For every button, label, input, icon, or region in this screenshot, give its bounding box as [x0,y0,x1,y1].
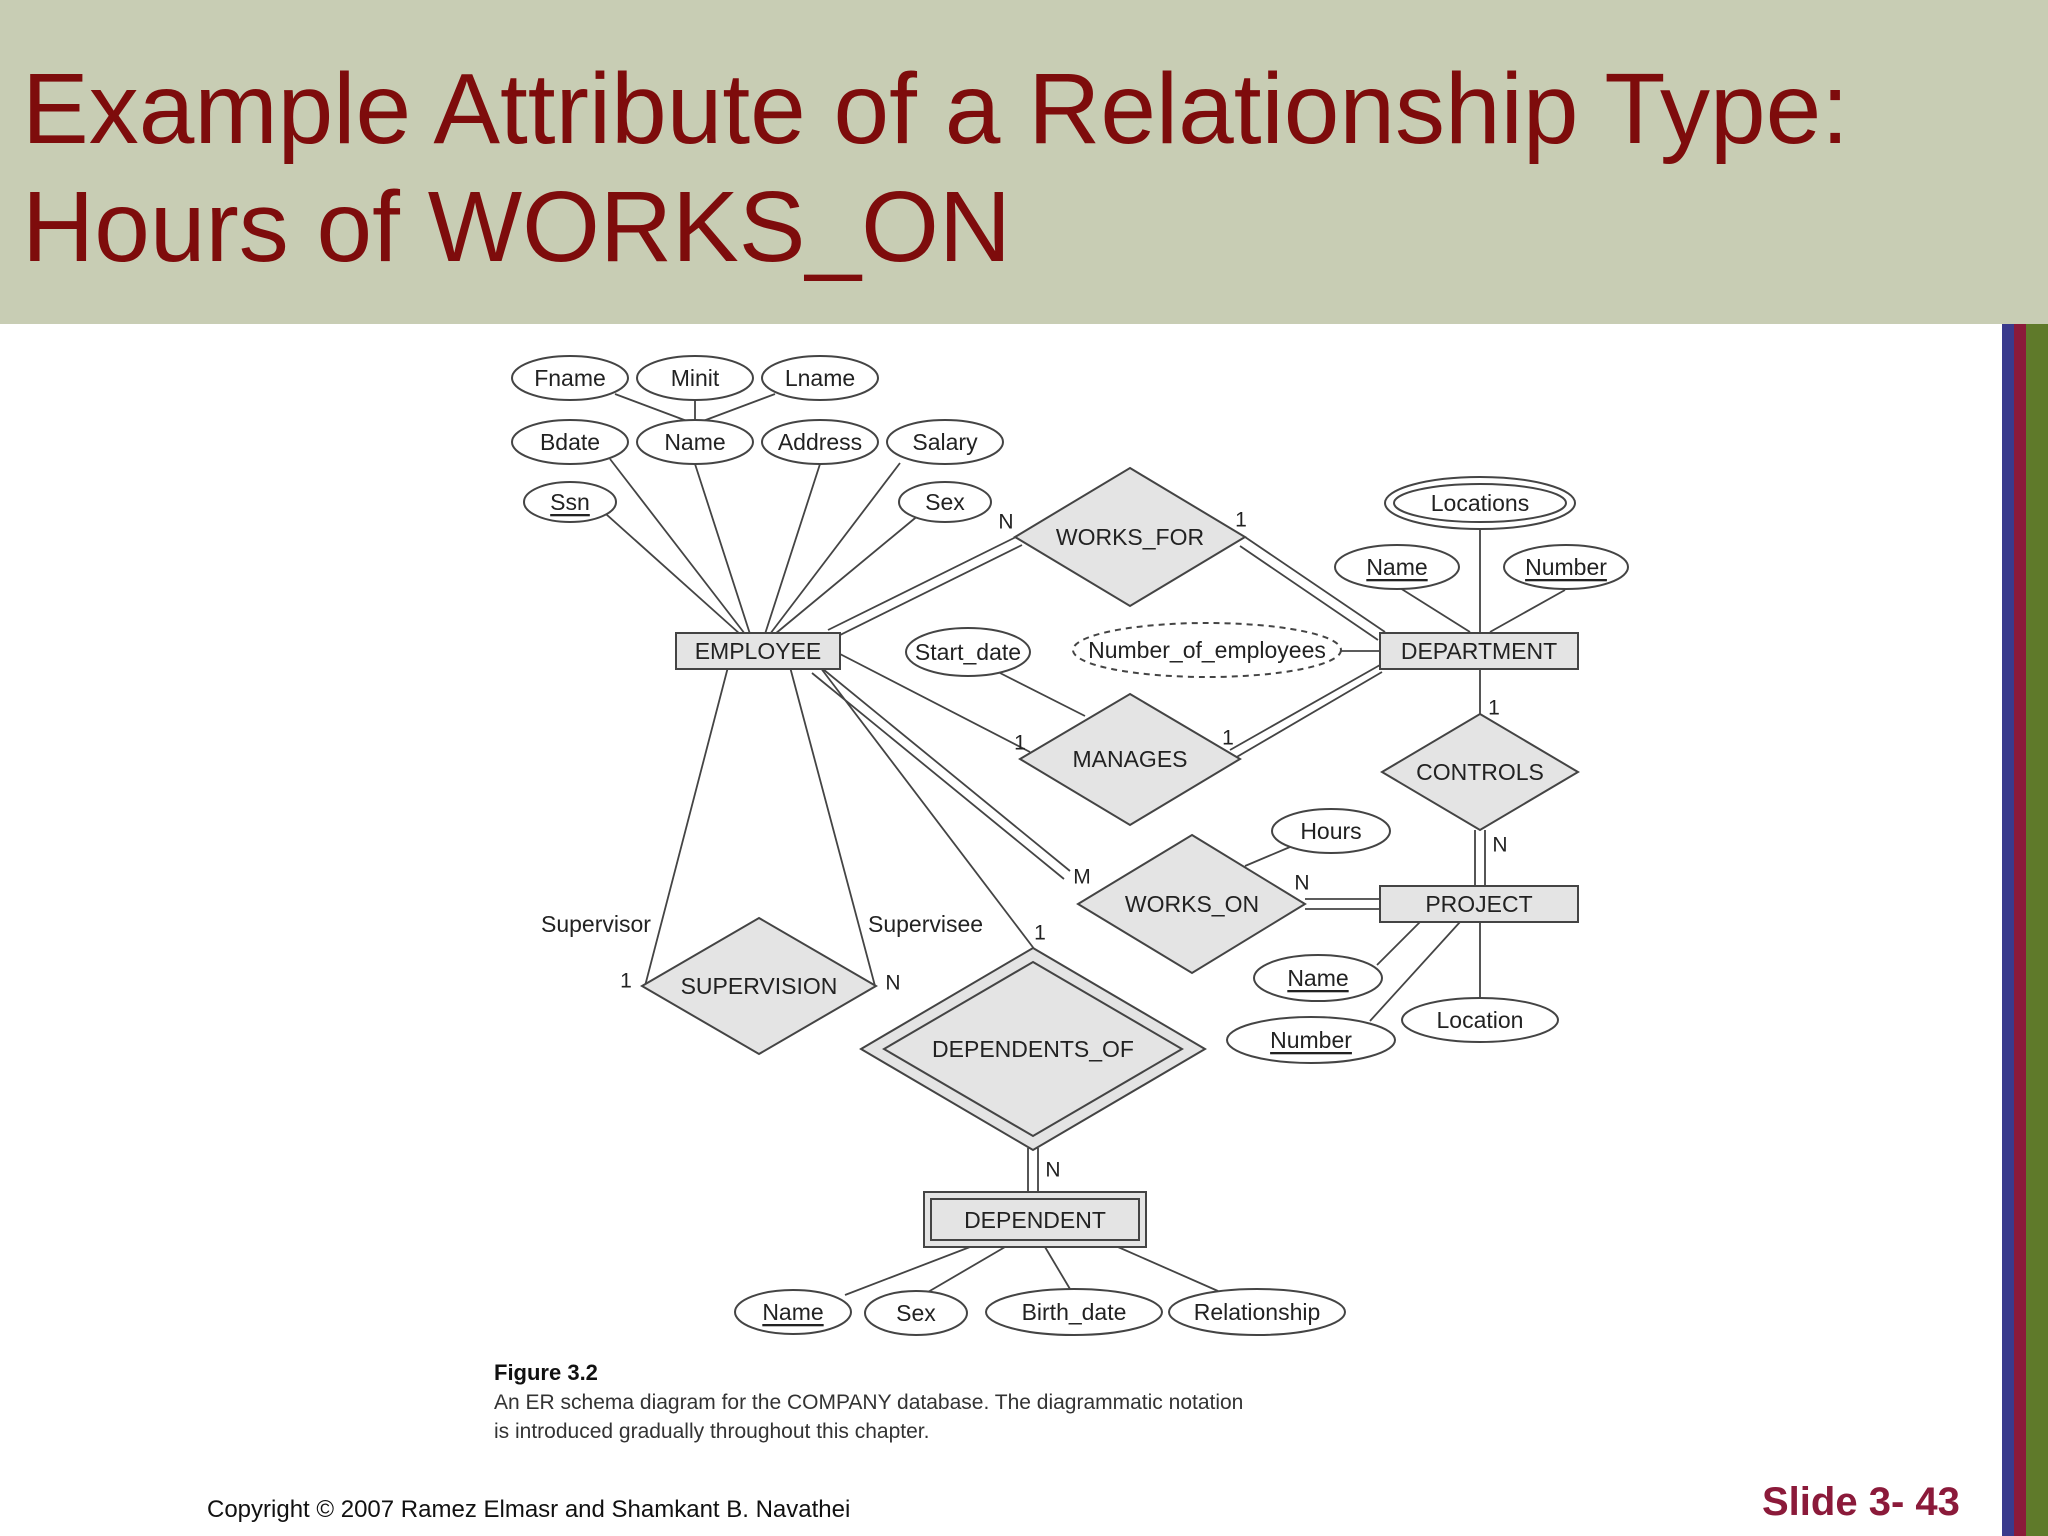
attribute-fname: Fname [511,355,629,401]
relationship-works-on: WORKS_ON [1076,833,1307,975]
svg-text:DEPARTMENT: DEPARTMENT [1401,638,1557,664]
card-dependents-of-emp: 1 [1034,922,1046,945]
card-controls-proj: N [1492,834,1507,857]
slide-title-line-2: Hours of WORKS_ON [22,171,1012,283]
card-manages-dept: 1 [1222,727,1234,750]
svg-text:SUPERVISION: SUPERVISION [681,973,838,999]
svg-text:DEPENDENT: DEPENDENT [964,1207,1106,1233]
card-works-for-dept: 1 [1235,509,1247,532]
attribute-number-of-employees-derived: Number_of_employees [1072,622,1342,678]
figure-caption-line-1: An ER schema diagram for the COMPANY dat… [494,1391,1244,1414]
card-works-for-emp: N [998,511,1013,534]
svg-text:Number_of_employees: Number_of_employees [1088,637,1326,663]
svg-text:CONTROLS: CONTROLS [1416,759,1544,785]
svg-text:EMPLOYEE: EMPLOYEE [695,638,822,664]
svg-text:Address: Address [778,429,862,455]
relationship-manages: MANAGES [1018,692,1242,827]
svg-text:PROJECT: PROJECT [1425,891,1532,917]
svg-text:Number: Number [1525,554,1607,580]
side-stripe-red [2014,324,2026,1536]
title-bar: Example Attribute of a Relationship Type… [0,0,2048,324]
svg-text:Bdate: Bdate [540,429,600,455]
copyright-notice: Copyright © 2007 Ramez Elmasr and Shamka… [207,1496,851,1523]
svg-text:DEPENDENTS_OF: DEPENDENTS_OF [932,1036,1134,1062]
svg-text:Locations: Locations [1431,490,1529,516]
slide-title: Example Attribute of a Relationship Type… [22,50,1849,286]
entity-department: DEPARTMENT [1379,632,1579,670]
card-manages-emp: 1 [1014,732,1026,755]
svg-text:Sex: Sex [896,1300,936,1326]
attribute-lname: Lname [761,355,879,401]
entity-employee: EMPLOYEE [675,632,841,670]
connector-lines [596,393,1566,1296]
attribute-minit: Minit [636,355,754,401]
slide-number: Slide 3- 43 [1762,1480,1960,1524]
attribute-start-date: Start_date [905,627,1031,677]
card-dependents-of-dep: N [1045,1159,1060,1182]
svg-text:Minit: Minit [671,365,720,391]
role-supervisor: Supervisor [541,911,651,937]
attribute-project-location: Location [1401,997,1559,1043]
svg-text:Number: Number [1270,1027,1352,1053]
svg-text:WORKS_FOR: WORKS_FOR [1056,524,1204,550]
relationship-dependents-of-identifying: DEPENDENTS_OF [859,946,1207,1152]
card-controls-dept: 1 [1488,697,1500,720]
attribute-ssn-key: Ssn [523,481,617,523]
svg-text:Fname: Fname [534,365,606,391]
attribute-name-composite: Name [636,419,754,465]
svg-text:Name: Name [1287,965,1348,991]
svg-text:Location: Location [1437,1007,1524,1033]
attribute-hours: Hours [1271,808,1391,854]
svg-text:Name: Name [1366,554,1427,580]
entity-dependent-weak: DEPENDENT [923,1191,1147,1248]
attribute-locations-multivalued: Locations [1384,476,1576,530]
svg-text:Relationship: Relationship [1194,1299,1321,1325]
svg-text:WORKS_ON: WORKS_ON [1125,891,1259,917]
attribute-salary: Salary [886,419,1004,465]
attribute-project-name-key: Name [1253,954,1383,1002]
slide-title-line-1: Example Attribute of a Relationship Type… [22,53,1850,165]
attribute-department-name-key: Name [1334,544,1460,590]
card-supervision-supervisee: N [885,972,900,995]
figure-caption: Figure 3.2 An ER schema diagram for the … [494,1358,1394,1446]
attribute-bdate: Bdate [511,419,629,465]
relationship-controls: CONTROLS [1380,712,1580,832]
attribute-address: Address [761,419,879,465]
svg-text:Start_date: Start_date [915,639,1021,665]
attribute-relationship: Relationship [1168,1288,1346,1336]
entity-project: PROJECT [1379,885,1579,923]
attribute-dependent-name-partial-key: Name [734,1289,852,1335]
attribute-birth-date: Birth_date [985,1288,1163,1336]
role-supervisee: Supervisee [868,911,983,937]
attribute-dependent-sex: Sex [864,1290,968,1336]
svg-text:Birth_date: Birth_date [1022,1299,1127,1325]
card-supervision-supervisor: 1 [620,970,632,993]
svg-text:Name: Name [664,429,725,455]
svg-text:Lname: Lname [785,365,855,391]
cardinality-labels: N 1 1 1 M N 1 N 1 N 1 N [620,509,1507,1182]
svg-text:Salary: Salary [912,429,978,455]
relationship-works-for: WORKS_FOR [1013,466,1247,608]
svg-text:Hours: Hours [1300,818,1361,844]
figure-label: Figure 3.2 [494,1360,598,1385]
svg-text:Name: Name [762,1299,823,1325]
attribute-department-number-key: Number [1503,544,1629,590]
svg-text:Ssn: Ssn [550,489,590,515]
svg-text:MANAGES: MANAGES [1072,746,1187,772]
side-stripe-green [2026,324,2048,1536]
card-works-on-proj: N [1294,872,1309,895]
figure-caption-line-2: is introduced gradually throughout this … [494,1420,930,1443]
relationship-supervision: SUPERVISION [640,916,878,1056]
card-works-on-emp: M [1073,866,1091,889]
svg-text:Sex: Sex [925,489,965,515]
attribute-employee-sex: Sex [898,481,992,523]
side-stripe-blue [2002,324,2014,1536]
attribute-project-number-key: Number [1226,1016,1396,1064]
